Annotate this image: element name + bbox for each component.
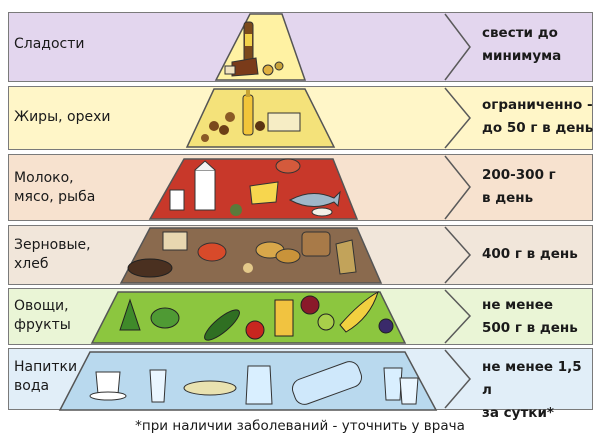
arrow-chevron-icon — [444, 349, 471, 409]
level-value-drinks-water: не менее 1,5 л за сутки* — [482, 359, 582, 421]
level-label-fats-nuts: Жиры, орехи — [14, 109, 111, 125]
level-value-fats-nuts: ограниченно - до 50 г в день — [482, 97, 594, 136]
sweets-icon — [224, 21, 284, 77]
level-value-grains-bread: 400 г в день — [482, 246, 578, 262]
level-label-dairy-meat-fish: Молоко, мясо, рыба — [14, 170, 96, 205]
level-value-dairy-meat-fish: 200-300 г в день — [482, 167, 556, 206]
level-label-drinks-water: Напитки вода — [14, 359, 78, 394]
level-label-grains-bread: Зерновые, хлеб — [14, 237, 91, 272]
arrow-chevron-icon — [444, 226, 472, 284]
fats-nuts-icon — [201, 90, 301, 142]
level-label-vegetables-fruits: Овощи, фрукты — [14, 298, 71, 333]
vegetables-fruits-icon — [119, 290, 394, 341]
dairy-meat-fish-icon — [169, 158, 341, 217]
level-value-sweets: свести до минимума — [482, 25, 562, 64]
arrow-chevron-icon — [444, 155, 471, 220]
level-label-sweets: Сладости — [14, 36, 85, 52]
drinks-water-icon — [89, 361, 419, 405]
grains-bread-icon — [127, 231, 357, 278]
footnote: *при наличии заболеваний - уточнить у вр… — [135, 418, 465, 434]
arrow-chevrons — [444, 13, 472, 409]
level-value-vegetables-fruits: не менее 500 г в день — [482, 297, 578, 336]
arrow-chevron-icon — [444, 87, 471, 149]
arrow-chevron-icon — [444, 289, 472, 344]
pyramid-tier-fats-nuts — [185, 88, 336, 148]
arrow-chevron-icon — [444, 13, 471, 81]
